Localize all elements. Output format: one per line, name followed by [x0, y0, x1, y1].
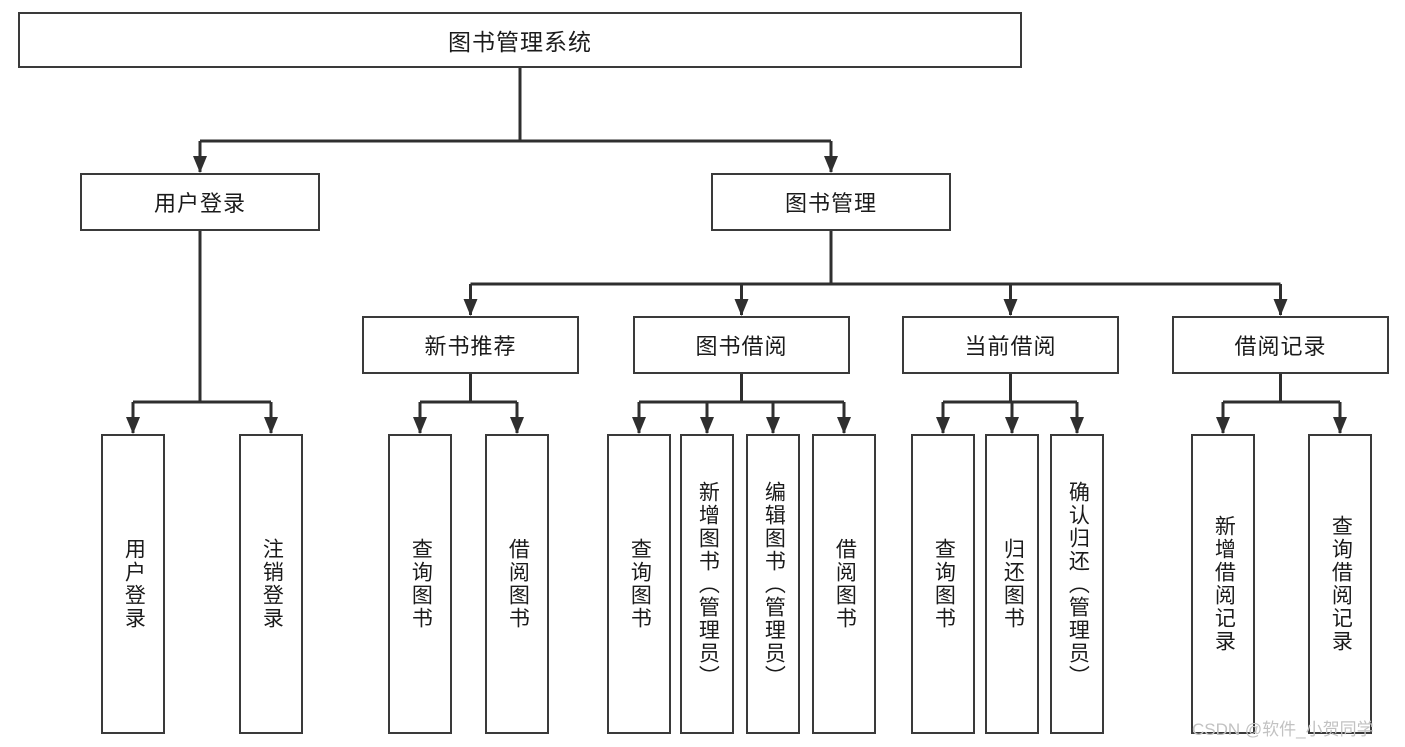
node-label: 归还图书 — [1001, 538, 1025, 630]
node-label: 用户登录 — [122, 538, 146, 630]
node-label: 查询图书 — [932, 538, 956, 630]
node-label: 查询图书 — [409, 538, 433, 630]
node-label: 注销登录 — [260, 538, 284, 630]
node-root: 图书管理系统 — [18, 12, 1022, 68]
node-leaf12: 新增借阅记录 — [1191, 434, 1255, 734]
node-label: 新增借阅记录 — [1212, 515, 1236, 653]
node-records: 借阅记录 — [1172, 316, 1389, 374]
node-label: 用户登录 — [153, 191, 246, 216]
node-leaf9: 查询图书 — [911, 434, 975, 734]
node-label: 图书管理 — [784, 191, 877, 216]
node-label: 图书管理系统 — [448, 29, 592, 55]
node-leaf1: 用户登录 — [101, 434, 165, 734]
node-label: 新增图书（管理员） — [696, 480, 720, 688]
watermark: CSDN @软件_小贺同学 — [1192, 720, 1374, 739]
node-label: 确认归还（管理员） — [1066, 480, 1090, 688]
node-label: 编辑图书（管理员） — [762, 480, 786, 688]
node-leaf6: 新增图书（管理员） — [680, 434, 734, 734]
node-leaf4: 借阅图书 — [485, 434, 549, 734]
node-label: 借阅记录 — [1234, 334, 1327, 359]
node-leaf8: 借阅图书 — [812, 434, 876, 734]
node-current: 当前借阅 — [902, 316, 1119, 374]
node-leaf2: 注销登录 — [239, 434, 303, 734]
node-borrow: 图书借阅 — [633, 316, 850, 374]
node-leaf10: 归还图书 — [985, 434, 1039, 734]
node-label: 当前借阅 — [964, 334, 1057, 359]
node-leaf11: 确认归还（管理员） — [1050, 434, 1104, 734]
node-newbook: 新书推荐 — [362, 316, 579, 374]
node-label: 图书借阅 — [695, 334, 788, 359]
node-leaf7: 编辑图书（管理员） — [746, 434, 800, 734]
node-label: 查询借阅记录 — [1329, 515, 1353, 653]
node-label: 新书推荐 — [424, 334, 517, 359]
node-label: 借阅图书 — [506, 538, 530, 630]
node-bookmgmt: 图书管理 — [711, 173, 951, 231]
node-leaf13: 查询借阅记录 — [1308, 434, 1372, 734]
node-label: 查询图书 — [628, 538, 652, 630]
node-leaf3: 查询图书 — [388, 434, 452, 734]
node-login: 用户登录 — [80, 173, 320, 231]
node-label: 借阅图书 — [833, 538, 857, 630]
node-leaf5: 查询图书 — [607, 434, 671, 734]
